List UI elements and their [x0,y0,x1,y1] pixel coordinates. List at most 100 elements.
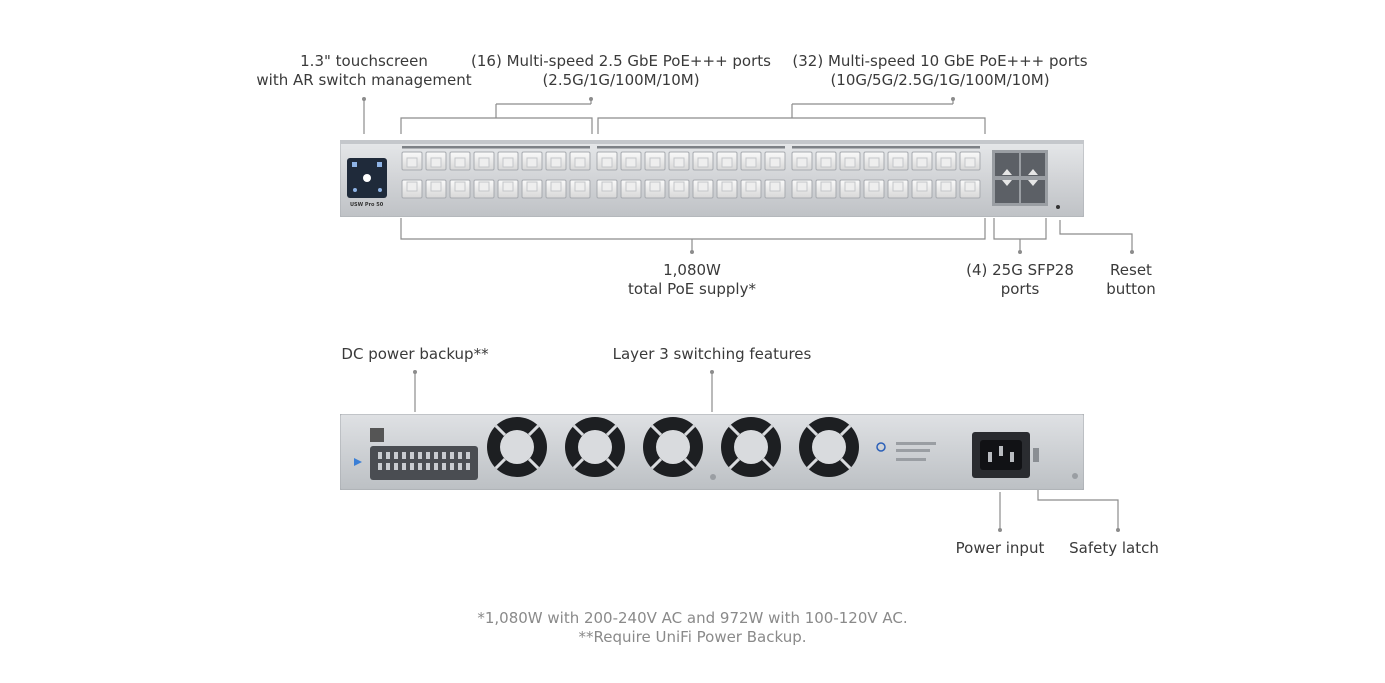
rj45-port-jack [574,181,586,192]
fan-strut [527,424,540,437]
dc-connector-pin [458,452,462,459]
safety-latch-label: Safety latch [1069,539,1159,557]
rj45-port-jack [697,157,709,168]
fan-strut [728,457,741,470]
rj45-port-jack [796,181,808,192]
rj45-port-jack [868,181,880,192]
dc-connector-pin [450,463,454,470]
rj45-port-jack [550,181,562,192]
dc-backup-label: DC power backup** [341,345,489,363]
rj45-port-jack [964,181,976,192]
power-input-label: Power input [955,539,1045,557]
fan-hub [656,430,690,464]
fan-hub [812,430,846,464]
rj45-port-jack [892,181,904,192]
dc-connector-pin [466,463,470,470]
rj45-port-jack [574,157,586,168]
rj45-port-jack [406,157,418,168]
fan-strut [839,424,852,437]
dc-connector-pin [402,463,406,470]
fan-strut [494,424,507,437]
rj45-port-jack [796,157,808,168]
fan-strut [683,424,696,437]
fan-strut [839,457,852,470]
rj45-port-jack [625,181,637,192]
rj45-port-jack [769,181,781,192]
dc-connector-pin [386,463,390,470]
ports-10g-label: (32) Multi-speed 10 GbE PoE+++ ports (10… [792,52,1088,89]
touchscreen-label: 1.3" touchscreen with AR switch manageme… [256,52,472,89]
rj45-port-jack [745,157,757,168]
port-group-bar [792,146,980,149]
fan-strut [761,424,774,437]
dc-connector-pin [458,463,462,470]
rj45-port-jack [721,181,733,192]
ports-25g-label: (16) Multi-speed 2.5 GbE PoE+++ ports (2… [471,52,771,89]
rj45-port-jack [601,181,613,192]
dc-connector-pin [378,452,382,459]
rj45-port-jack [502,181,514,192]
switch-front-illustration [339,139,1085,218]
dc-connector-pin [378,463,382,470]
rj45-port-jack [916,181,928,192]
switch-front-panel: USW Pro 50 [339,139,1085,218]
fan-hub [500,430,534,464]
rj45-port-jack [844,157,856,168]
rj45-port-jack [526,181,538,192]
rj45-port-jack [868,157,880,168]
poe-supply-label: 1,080W total PoE supply* [628,261,756,298]
fan-strut [527,457,540,470]
footnote-backup: **Require UniFi Power Backup. [578,628,807,646]
rj45-port-jack [820,157,832,168]
rj45-port-jack [430,157,442,168]
fan-strut [806,424,819,437]
fan-strut [728,424,741,437]
fan-strut [572,424,585,437]
footnotes: *1,080W with 200-240V AC and 972W with 1… [477,609,907,647]
dc-connector-pin [394,452,398,459]
rj45-port-jack [892,157,904,168]
fan-strut [650,457,663,470]
dc-connector-pin [418,463,422,470]
fan-hub [734,430,768,464]
fan-strut [650,424,663,437]
switch-rear-panel [339,413,1085,491]
rj45-port-jack [673,157,685,168]
rj45-port-jack [406,181,418,192]
sfp-label: (4) 25G SFP28 ports [966,261,1074,298]
dc-connector-pin [434,463,438,470]
rj45-port-jack [940,181,952,192]
fan-strut [605,424,618,437]
rj45-port-jack [649,157,661,168]
rj45-port-jack [820,181,832,192]
rj45-port-jack [526,157,538,168]
rj45-port-jack [430,181,442,192]
rj45-port-jack [745,181,757,192]
rj45-port-jack [844,181,856,192]
dc-connector-pin [426,463,430,470]
switch-rear-illustration [339,413,1085,491]
rj45-port-jack [478,181,490,192]
rj45-port-jack [769,157,781,168]
reset-label: Reset button [1106,261,1156,298]
rj45-port-jack [502,157,514,168]
dc-connector-pin [434,452,438,459]
rj45-port-jack [916,157,928,168]
dc-connector-pin [410,463,414,470]
fan-hub [578,430,612,464]
dc-connector-pin [418,452,422,459]
fan-strut [494,457,507,470]
rj45-port-jack [673,181,685,192]
layer3-label: Layer 3 switching features [612,345,812,363]
rj45-port-jack [478,157,490,168]
port-group-bar [597,146,785,149]
rj45-port-jack [454,157,466,168]
rj45-port-jack [550,157,562,168]
dc-connector-pin [466,452,470,459]
fan-strut [572,457,585,470]
dc-connector-pin [410,452,414,459]
dc-connector-pin [426,452,430,459]
model-label: USW Pro 50 [350,202,384,208]
dc-connector-pin [450,452,454,459]
